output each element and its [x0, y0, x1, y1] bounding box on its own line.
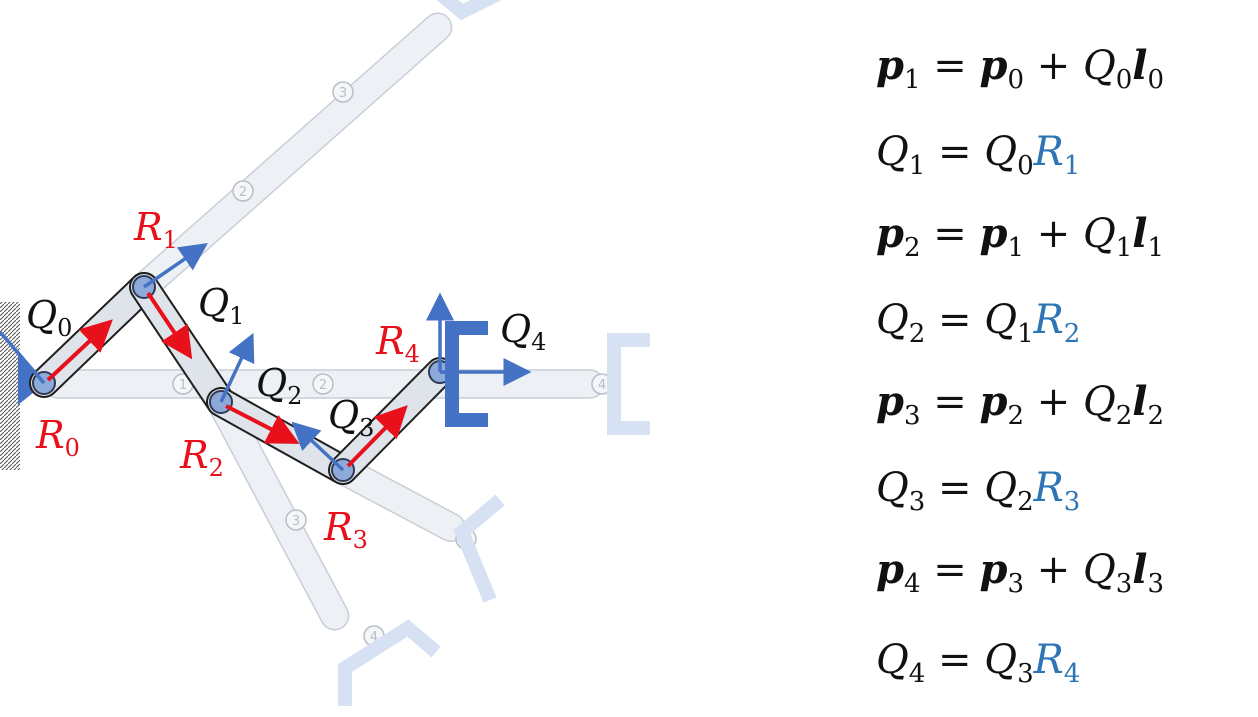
ghost-joint-3c: 3 — [292, 514, 300, 529]
label-r0: R0 — [36, 413, 80, 462]
eq-p4: p4 = p3 + Q3l3 — [876, 546, 1165, 599]
eq-q1: Q1 = Q0R1 — [876, 129, 1081, 181]
equations-panel: p1 = p0 + Q0l0 Q1 = Q0R1 p2 = p1 + Q1l1 … — [876, 0, 1246, 717]
frame-arrow-q2 — [219, 332, 255, 403]
label-r4: R4 — [376, 319, 420, 368]
label-q0: Q0 — [26, 293, 73, 342]
ghost-gripper-down-b — [338, 619, 441, 706]
ghost-joint-2: 2 — [319, 378, 327, 393]
label-r3: R3 — [324, 505, 368, 554]
rotation-arrow-0 — [46, 319, 113, 382]
label-r1: R1 — [134, 205, 178, 254]
label-q1: Q1 — [198, 281, 245, 330]
label-r2: R2 — [180, 433, 224, 482]
rotation-arrow-1 — [146, 291, 193, 360]
frame-arrow-q0 — [0, 330, 46, 385]
kinematic-chain-diagram: 1 2 4 2 3 3 4 4 — [0, 0, 650, 706]
label-q3: Q3 — [328, 393, 375, 442]
ghost-grippers — [338, 0, 650, 706]
rotation-arrow-3 — [346, 405, 408, 468]
frame-arrows — [0, 243, 532, 472]
eq-p3: p3 = p2 + Q2l2 — [876, 378, 1165, 431]
ghost-gripper-right — [607, 333, 650, 435]
ghost-joint-2b: 2 — [239, 185, 247, 200]
eq-q2: Q2 = Q1R2 — [876, 297, 1081, 349]
label-q4: Q4 — [500, 307, 547, 356]
rotation-arrows — [46, 291, 408, 468]
eq-p1: p1 = p0 + Q0l0 — [876, 42, 1165, 95]
rotation-arrow-2 — [225, 404, 300, 444]
eq-q3: Q3 = Q2R3 — [876, 465, 1081, 517]
end-effector-gripper — [445, 321, 488, 427]
fixed-wall-hatch — [0, 302, 20, 470]
ghost-gripper-down-a — [453, 494, 505, 603]
label-q2: Q2 — [256, 361, 303, 410]
ghost-joint-4c: 4 — [370, 630, 378, 645]
frame-arrow-q1 — [143, 243, 208, 289]
ghost-joint-4: 4 — [598, 378, 606, 393]
ghost-joint-3b: 3 — [339, 86, 347, 101]
frame-arrow-q3 — [291, 421, 345, 472]
eq-p2: p2 = p1 + Q1l1 — [876, 210, 1165, 263]
ghost-joint-1: 1 — [179, 378, 187, 393]
eq-q4: Q4 = Q3R4 — [876, 637, 1081, 689]
ghost-upper-arm — [129, 12, 453, 302]
ghost-gripper-top — [436, 0, 502, 21]
